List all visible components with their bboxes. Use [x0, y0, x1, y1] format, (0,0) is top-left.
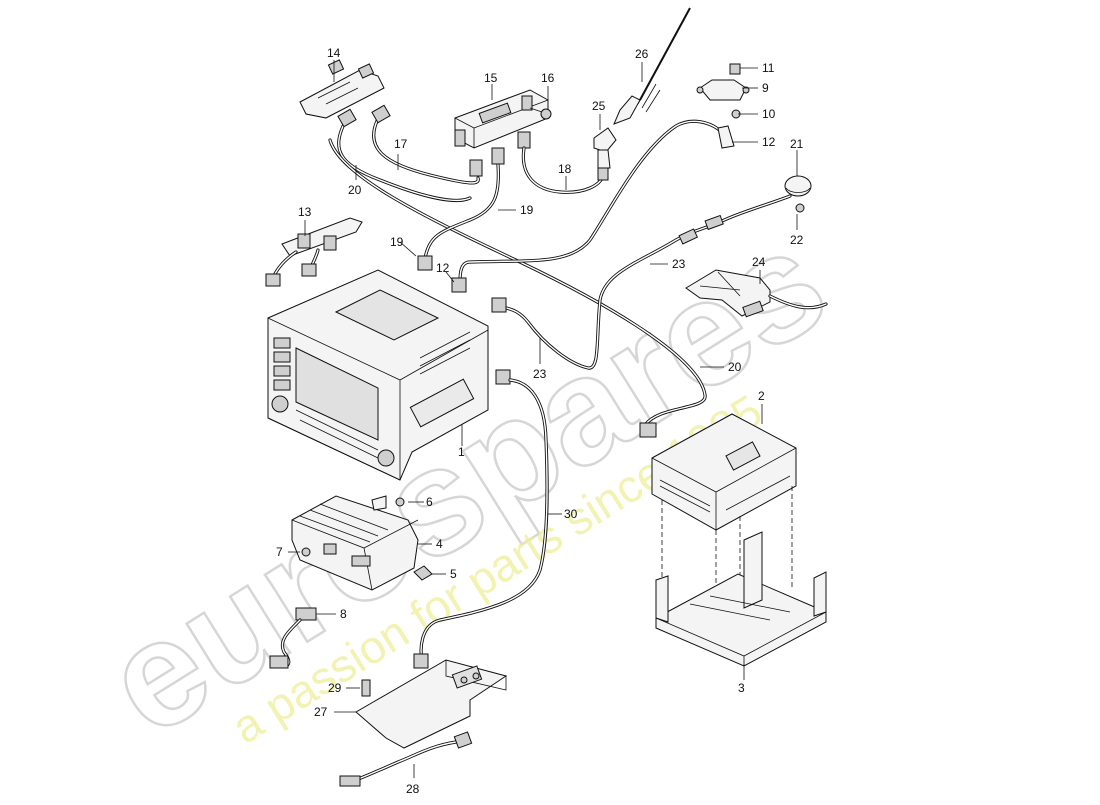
part-28-cable: [339, 731, 473, 787]
callout-19-right: 19: [520, 203, 534, 217]
callout-22: 22: [790, 233, 804, 247]
part-9-sensor: [696, 79, 750, 101]
callout-25: 25: [592, 99, 606, 113]
callout-9: 9: [762, 81, 769, 95]
part-24-bracket: [685, 269, 828, 318]
callout-6: 6: [426, 495, 433, 509]
cable-18: [521, 146, 609, 194]
callout-11: 11: [762, 61, 775, 75]
part-4-amplifier: [291, 495, 419, 591]
callout-18: 18: [558, 162, 572, 176]
leader-lines: [288, 60, 798, 778]
callout-14: 14: [327, 46, 341, 60]
callout-4: 4: [436, 537, 443, 551]
part-13-harness: [265, 217, 363, 287]
part-21-dome: [784, 175, 812, 197]
cable-30: [413, 369, 549, 669]
cable-12: [451, 119, 735, 293]
part-14-antenna-amplifier: [299, 59, 385, 119]
callout-2: 2: [758, 389, 765, 403]
callout-29: 29: [328, 681, 342, 695]
part-25-antenna-base: [593, 127, 617, 169]
callout-12-right: 12: [762, 135, 776, 149]
callout-30: 30: [564, 507, 578, 521]
cable-17-20: [328, 104, 707, 438]
callout-1: 1: [458, 445, 465, 459]
callout-8: 8: [340, 607, 347, 621]
callouts: 14 15 16 26 25 11 9 10 12 21 17 18 20 19…: [276, 46, 804, 796]
callout-17: 17: [394, 137, 408, 151]
callout-21: 21: [790, 137, 804, 151]
part-16-screw: [529, 107, 552, 120]
callout-16: 16: [541, 71, 555, 85]
cable-19: [417, 131, 531, 271]
part-1-head-unit: [267, 269, 489, 481]
part-27-bracket: [355, 659, 508, 749]
callout-13: 13: [298, 205, 312, 219]
callout-19-left: 19: [390, 235, 404, 249]
part-6-screw: [395, 497, 405, 507]
part-8-cable: [269, 607, 317, 669]
callout-10: 10: [762, 107, 776, 121]
callout-23-left: 23: [533, 367, 547, 381]
part-15-module: [454, 89, 549, 149]
part-26-antenna: [613, 7, 691, 125]
part-3-tray: [655, 531, 827, 667]
cable-23: [491, 194, 792, 370]
callout-20-left: 20: [348, 183, 362, 197]
callout-15: 15: [484, 71, 498, 85]
callout-24: 24: [752, 255, 766, 269]
callout-3: 3: [738, 681, 745, 695]
callout-12-left: 12: [436, 261, 450, 275]
callout-28: 28: [406, 782, 420, 796]
part-22-screw: [795, 203, 805, 213]
callout-20-right: 20: [728, 360, 742, 374]
part-7-nut: [301, 547, 311, 557]
callout-7: 7: [276, 545, 283, 559]
part-11-clip: [729, 63, 741, 75]
part-2-cd-changer: [651, 413, 797, 531]
part-29-screw: [361, 679, 371, 697]
callout-5: 5: [450, 567, 457, 581]
callout-27: 27: [314, 705, 328, 719]
callout-23-right: 23: [672, 257, 686, 271]
callout-26: 26: [635, 47, 649, 61]
